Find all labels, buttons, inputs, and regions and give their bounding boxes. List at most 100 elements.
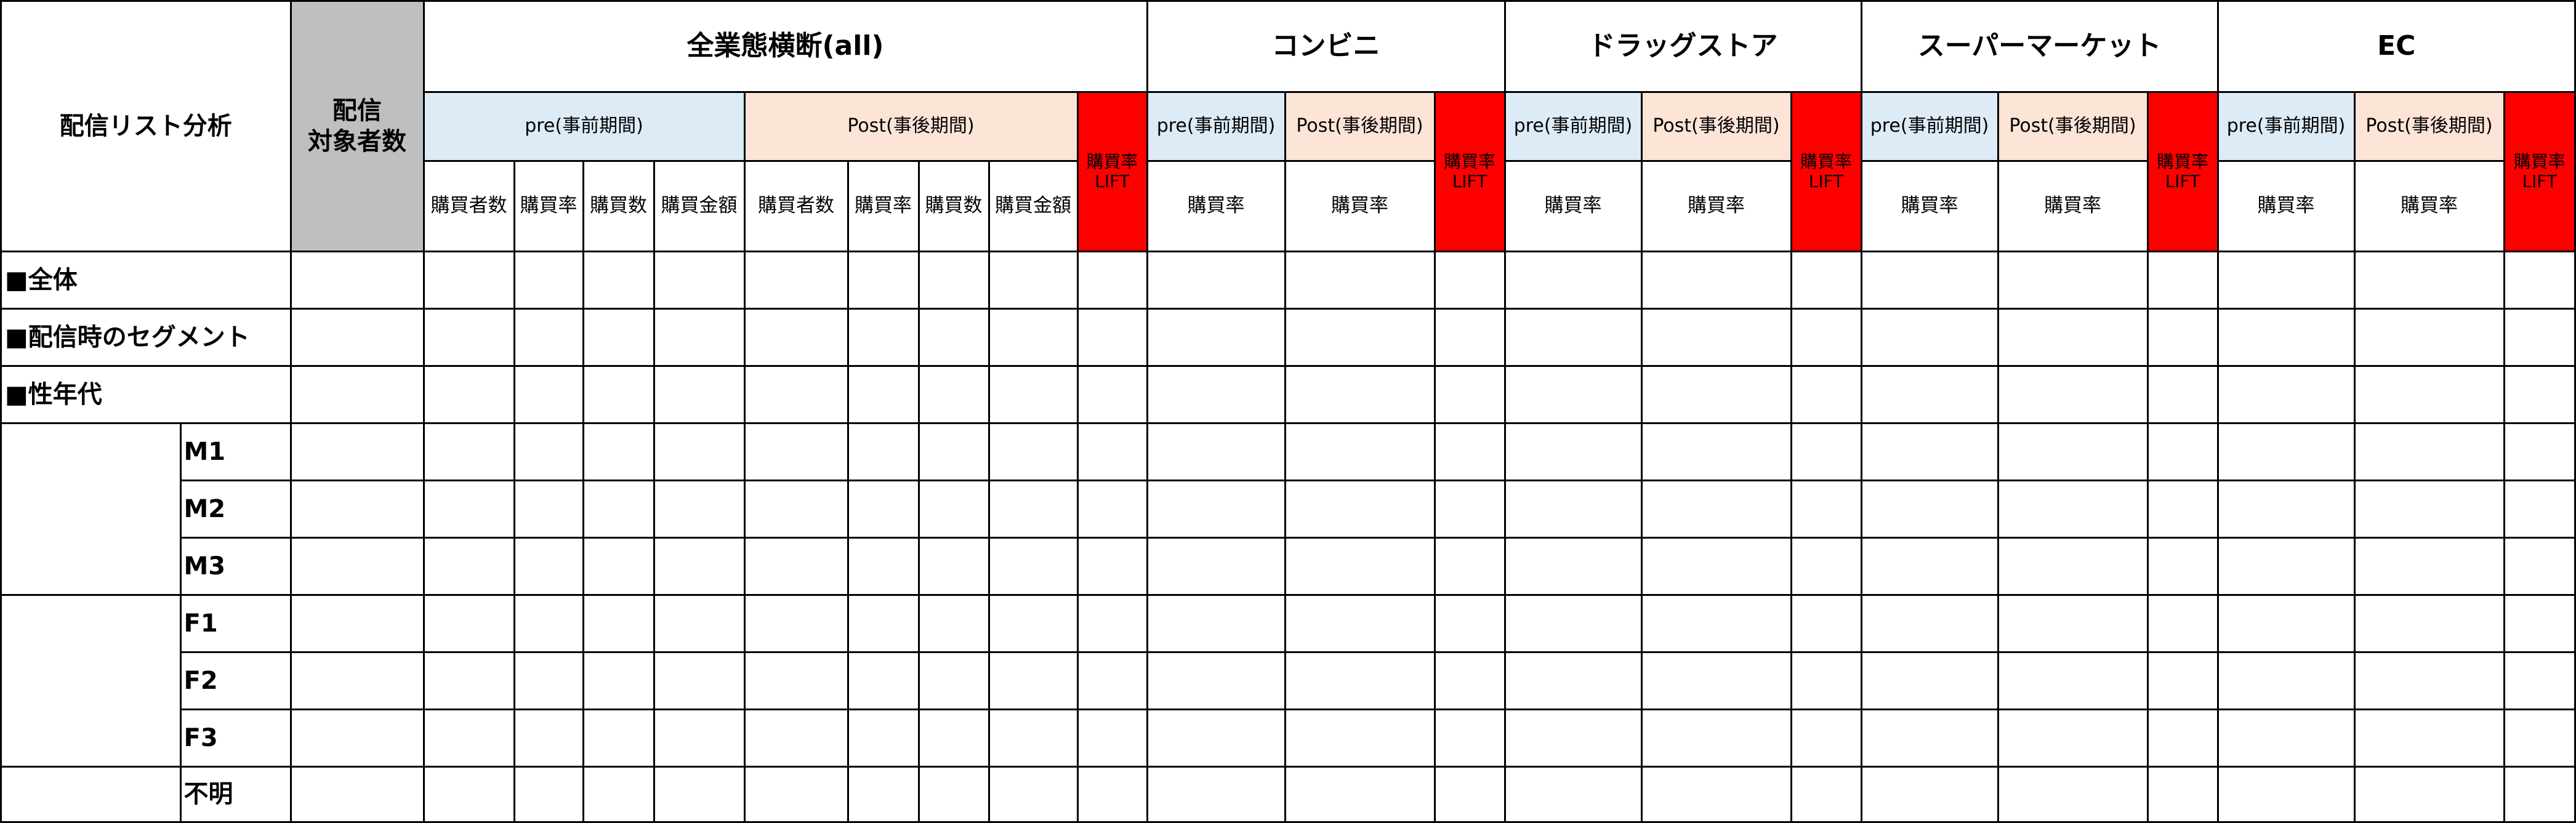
pre-value-cell — [1862, 652, 1997, 709]
pre-value-cell — [515, 252, 582, 308]
post-value-cell — [848, 710, 918, 766]
post-value-cell — [2355, 366, 2503, 422]
pre-metric-header: 購買率 — [1505, 161, 1641, 251]
row-heading: ■配信時のセグメント — [2, 309, 290, 365]
lift-value-cell — [1078, 252, 1146, 308]
pre-value-cell — [1148, 710, 1284, 766]
post-value-cell — [848, 538, 918, 594]
pre-value-cell — [2218, 652, 2354, 709]
lift-value-cell — [2148, 309, 2217, 365]
pre-value-cell — [1505, 710, 1641, 766]
post-value-cell — [989, 481, 1077, 537]
lift-value-cell — [1078, 652, 1146, 709]
post-value-cell — [1642, 652, 1790, 709]
post-value-cell — [1286, 538, 1434, 594]
pre-value-cell — [515, 481, 582, 537]
segment-group-cell — [2, 424, 180, 594]
post-value-cell — [848, 481, 918, 537]
pre-value-cell — [654, 366, 744, 422]
target-count-cell — [291, 309, 423, 365]
lift-value-cell — [2505, 481, 2574, 537]
pre-metric-header: 購買金額 — [654, 161, 744, 251]
lift-value-cell — [2148, 595, 2217, 651]
lift-value-cell — [2148, 252, 2217, 308]
post-value-cell — [745, 538, 847, 594]
pre-value-cell — [1148, 652, 1284, 709]
post-metric-header: 購買者数 — [745, 161, 847, 251]
lift-value-cell — [1435, 652, 1504, 709]
row-heading: ■全体 — [2, 252, 290, 308]
post-value-cell — [1998, 538, 2147, 594]
pre-value-cell — [424, 424, 513, 480]
post-value-cell — [1286, 652, 1434, 709]
list-analysis-header: 配信リスト分析 — [2, 2, 290, 251]
pre-value-cell — [1862, 366, 1997, 422]
lift-value-cell — [1792, 424, 1861, 480]
lift-value-cell — [1792, 366, 1861, 422]
lift-value-cell — [2505, 252, 2574, 308]
post-metric-header: 購買率 — [2355, 161, 2503, 251]
pre-value-cell — [1862, 309, 1997, 365]
lift-value-cell — [1435, 366, 1504, 422]
lift-value-cell — [1078, 481, 1146, 537]
post-value-cell — [2355, 424, 2503, 480]
lift-value-cell — [1078, 309, 1146, 365]
pre-value-cell — [584, 710, 653, 766]
lift-value-cell — [1435, 767, 1504, 821]
pre-value-cell — [1148, 481, 1284, 537]
lift-value-cell — [2505, 652, 2574, 709]
pre-value-cell — [654, 424, 744, 480]
post-value-cell — [919, 309, 988, 365]
post-value-cell — [745, 652, 847, 709]
segment-label: F2 — [181, 652, 290, 709]
pre-value-cell — [1862, 481, 1997, 537]
pre-value-cell — [515, 652, 582, 709]
post-value-cell — [1998, 652, 2147, 709]
post-value-cell — [1998, 767, 2147, 821]
post-value-cell — [989, 710, 1077, 766]
lift-value-cell — [1435, 595, 1504, 651]
lift-value-cell — [1078, 538, 1146, 594]
lift-value-cell — [1435, 424, 1504, 480]
pre-value-cell — [2218, 767, 2354, 821]
lift-value-cell — [1792, 252, 1861, 308]
target-count-cell — [291, 366, 423, 422]
post-value-cell — [2355, 595, 2503, 651]
pre-value-cell — [2218, 710, 2354, 766]
pre-metric-header: 購買数 — [584, 161, 653, 251]
lift-value-cell — [2148, 424, 2217, 480]
lift-value-cell — [1078, 767, 1146, 821]
post-value-cell — [1286, 424, 1434, 480]
pre-value-cell — [515, 767, 582, 821]
pre-value-cell — [424, 309, 513, 365]
target-count-cell — [291, 252, 423, 308]
lift-value-cell — [1792, 652, 1861, 709]
pre-value-cell — [1148, 538, 1284, 594]
post-value-cell — [1286, 595, 1434, 651]
post-value-cell — [1642, 252, 1790, 308]
post-value-cell — [1286, 252, 1434, 308]
post-value-cell — [919, 366, 988, 422]
lift-value-cell — [2505, 309, 2574, 365]
post-value-cell — [1286, 710, 1434, 766]
post-value-cell — [989, 538, 1077, 594]
post-value-cell — [848, 309, 918, 365]
lift-value-cell — [2505, 538, 2574, 594]
pre-value-cell — [424, 481, 513, 537]
post-value-cell — [1642, 309, 1790, 365]
lift-value-cell — [1792, 767, 1861, 821]
pre-value-cell — [2218, 424, 2354, 480]
lift-value-cell — [2148, 481, 2217, 537]
pre-value-cell — [2218, 252, 2354, 308]
post-metric-header: 購買数 — [919, 161, 988, 251]
pre-value-cell — [1505, 481, 1641, 537]
section-header-ec: EC — [2218, 2, 2574, 91]
pre-value-cell — [515, 366, 582, 422]
post-metric-header: 購買率 — [1642, 161, 1790, 251]
pre-value-cell — [654, 710, 744, 766]
target-count-cell — [291, 652, 423, 709]
post-value-cell — [745, 767, 847, 821]
lift-value-cell — [2505, 767, 2574, 821]
post-value-cell — [919, 252, 988, 308]
